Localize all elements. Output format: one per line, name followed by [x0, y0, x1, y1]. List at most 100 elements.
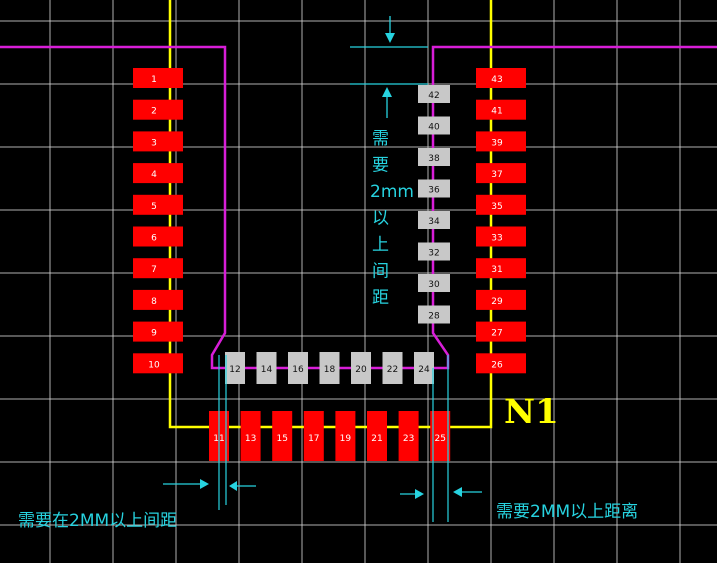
pad-number: 28: [428, 312, 440, 322]
left-gap-note: 需要在2MM以上间距: [18, 511, 177, 531]
pad-number: 14: [261, 365, 273, 375]
pad-number: 30: [428, 280, 440, 290]
pad-left: 2: [133, 99, 183, 120]
pad-inner-col: 42: [418, 85, 450, 103]
pad-shape: [418, 179, 450, 198]
pad-shape: [225, 352, 245, 384]
pad-number: 19: [340, 434, 352, 444]
pad-shape: [133, 321, 183, 342]
vertical-gap-char: 上: [372, 235, 389, 255]
pad-left: 9: [133, 321, 183, 342]
pad-left: 6: [133, 226, 183, 247]
dimension-markers: [163, 16, 482, 522]
pad-inner-col: 32: [418, 242, 450, 261]
pad-shape: [303, 411, 324, 461]
pad-left: 3: [133, 131, 183, 152]
right-gap-note: 需要2MM以上距离: [496, 502, 638, 522]
pad-right: 33: [476, 226, 526, 247]
pad-number: 32: [428, 249, 439, 259]
pad-bottom: 15: [272, 411, 293, 461]
vertical-gap-char: 要: [372, 156, 389, 176]
pad-number: 37: [491, 170, 502, 180]
pad-inner-row: 14: [256, 352, 277, 384]
pad-inner-col: 38: [418, 148, 450, 166]
pad-number: 15: [276, 434, 287, 444]
pad-shape: [430, 411, 451, 461]
pad-number: 20: [355, 365, 367, 375]
dimension-arrow-down: [385, 33, 395, 43]
pad-right: 41: [476, 99, 526, 120]
pad-right: 29: [476, 289, 526, 310]
pad-inner-row: 16: [288, 352, 308, 384]
pad-number: 10: [148, 360, 160, 370]
pad-number: 38: [428, 154, 440, 164]
pad-number: 5: [151, 202, 157, 212]
pad-shape: [319, 352, 340, 384]
pad-right: 26: [476, 353, 526, 374]
pad-left: 4: [133, 163, 183, 184]
pad-right: 39: [476, 131, 526, 152]
pad-right: 37: [476, 163, 526, 184]
pad-shape: [418, 211, 450, 229]
pad-number: 25: [434, 434, 445, 444]
vertical-gap-char: 间: [372, 262, 389, 282]
pad-number: 9: [151, 329, 157, 339]
pad-number: 1: [151, 75, 157, 85]
pad-shape: [133, 289, 183, 310]
pad-shape: [476, 353, 526, 374]
pad-number: 33: [491, 234, 502, 244]
pad-left: 10: [133, 353, 183, 374]
pad-bottom: 25: [430, 411, 451, 461]
pad-number: 43: [491, 75, 502, 85]
component-designator: N1: [504, 392, 559, 432]
pad-number: 27: [491, 329, 502, 339]
pad-number: 35: [491, 202, 502, 212]
pad-shape: [367, 411, 387, 461]
pad-left: 5: [133, 194, 183, 215]
pad-number: 4: [151, 170, 157, 180]
pad-shape: [133, 226, 183, 247]
pad-shape: [133, 194, 183, 215]
pad-shape: [398, 411, 419, 461]
pad-inner-col: 36: [418, 179, 450, 198]
pad-number: 12: [229, 365, 240, 375]
pad-shape: [476, 194, 526, 215]
pad-shape: [476, 68, 526, 88]
pad-number: 41: [491, 107, 502, 117]
pad-right: 35: [476, 194, 526, 215]
pad-shape: [256, 352, 277, 384]
pad-number: 39: [491, 138, 503, 148]
pad-shape: [418, 148, 450, 166]
pad-number: 13: [245, 434, 256, 444]
pad-left: 1: [133, 68, 183, 88]
pad-shape: [133, 99, 183, 120]
pad-bottom: 13: [240, 411, 261, 461]
pad-shape: [418, 274, 450, 292]
pad-shape: [476, 226, 526, 247]
pad-number: 31: [491, 265, 502, 275]
pad-right: 31: [476, 258, 526, 279]
pad-inner-col: 28: [418, 305, 450, 324]
pad-number: 29: [491, 297, 503, 307]
pad-shape: [240, 411, 261, 461]
pad-shape: [335, 411, 356, 461]
pad-number: 8: [151, 297, 157, 307]
pad-shape: [418, 305, 450, 324]
pad-shape: [476, 99, 526, 120]
pad-shape: [351, 352, 371, 384]
pad-inner-row: 12: [225, 352, 245, 384]
pad-number: 18: [324, 365, 336, 375]
pad-number: 2: [151, 107, 157, 117]
pad-shape: [476, 163, 526, 184]
vertical-gap-char: 2mm: [370, 182, 414, 202]
pad-shape: [133, 131, 183, 152]
pad-left: 8: [133, 289, 183, 310]
dimension-arrow-right: [200, 479, 209, 489]
pad-inner-row: 20: [351, 352, 371, 384]
pad-number: 42: [428, 91, 439, 101]
dimension-arrow-right-2: [415, 489, 424, 499]
